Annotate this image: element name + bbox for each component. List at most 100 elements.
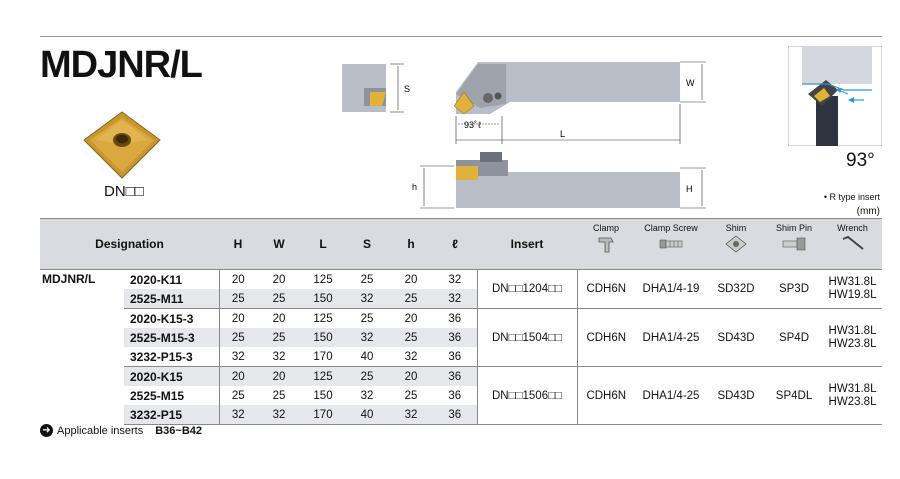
clamp-icon — [598, 237, 614, 253]
cell-shim: SD43D — [707, 366, 765, 425]
dim-W: W — [686, 78, 695, 88]
cell-insert: DN□□1506□□ — [476, 366, 577, 425]
screw-icon — [659, 239, 683, 249]
table-row: 3232-P15-3 32 32 170 40 32 36 — [40, 347, 882, 367]
cell-ell: 32 — [448, 273, 462, 286]
table-row: MDJNR/L 2020-K11 20 20 125 25 20 32 DN□□… — [40, 269, 882, 309]
header-insert: Insert — [477, 218, 577, 270]
dim-ell: ℓ — [478, 120, 482, 130]
header-wrench-label: Wrench — [837, 223, 868, 233]
row-code: 2525-M11 — [124, 289, 219, 309]
cell-h: 20 — [404, 312, 418, 325]
table-row: 2525-M15 25 25 150 32 25 36 — [40, 386, 882, 405]
arrow-right-icon: ➜ — [40, 424, 53, 437]
cell-clamp-screw: DHA1/4-25 — [635, 366, 707, 425]
header-h: h — [389, 218, 433, 270]
cell-h: 32 — [389, 347, 433, 367]
applicable-inserts-label: Applicable inserts — [57, 424, 144, 437]
insert-image — [82, 110, 162, 185]
approach-angle-label: 93° — [846, 150, 875, 171]
wrench-value: HW31.8L — [828, 276, 877, 288]
family-label: MDJNR/L — [42, 272, 96, 286]
dim-S: S — [404, 84, 410, 94]
row-code: 3232-P15 — [124, 405, 219, 425]
header-H: H — [219, 218, 257, 270]
header-clamp-screw-label: Clamp Screw — [644, 223, 698, 233]
approach-angle-image — [787, 45, 883, 151]
table-row: 2525-M15-3 25 25 150 32 25 36 — [40, 328, 882, 347]
cell-insert: DN□□1204□□ — [476, 269, 577, 309]
table-row: 2525-M11 25 25 150 32 25 32 — [40, 289, 882, 309]
cell-S: 32 — [345, 289, 389, 309]
r-type-note: • R type insert — [823, 192, 880, 202]
header-W: W — [257, 218, 301, 270]
cell-h: 32 — [389, 405, 433, 425]
header-ell: ℓ — [433, 218, 477, 270]
cell-h: 25 — [404, 389, 418, 402]
header-wrench: Wrench — [823, 218, 882, 270]
cell-ell: 32 — [433, 289, 477, 309]
cell-ell: 36 — [433, 366, 477, 386]
cell-W: 25 — [272, 389, 286, 402]
dim-L: L — [560, 129, 565, 139]
cell-S: 25 — [345, 366, 389, 386]
cell-W: 25 — [257, 328, 301, 347]
dim-h: h — [412, 182, 417, 192]
cell-W: 32 — [257, 405, 301, 425]
cell-h: 25 — [389, 289, 433, 309]
header-shim-pin: Shim Pin — [765, 218, 823, 270]
cell-S: 25 — [360, 273, 374, 286]
cell-H: 25 — [218, 328, 257, 347]
cell-H: 20 — [218, 366, 257, 386]
dim-H: H — [686, 184, 693, 194]
unit-note: (mm) — [856, 206, 880, 217]
cell-S: 32 — [345, 328, 389, 347]
cell-clamp: CDH6N — [576, 366, 635, 425]
header-S: S — [345, 218, 389, 270]
cell-L: 150 — [301, 328, 345, 347]
cell-shim-pin: SP3D — [765, 269, 823, 309]
cell-clamp-screw: DHA1/4-25 — [635, 308, 707, 367]
cell-ell: 36 — [448, 312, 462, 325]
header-designation: Designation — [40, 218, 219, 270]
tool-drawings: S W L ℓ 93˚ h H — [330, 44, 710, 219]
cell-L: 125 — [301, 366, 345, 386]
cell-shim-pin: SP4DL — [765, 366, 823, 425]
cell-H: 25 — [218, 386, 257, 405]
cell-clamp: CDH6N — [576, 269, 635, 309]
cell-S: 40 — [345, 405, 389, 425]
cell-W: 32 — [257, 347, 301, 367]
cell-ell: 36 — [433, 405, 477, 425]
wrench-value: HW23.8L — [828, 395, 877, 408]
header-shim-label: Shim — [725, 223, 747, 233]
wrench-value: HW19.8L — [828, 289, 877, 301]
spec-table: Designation H W L S h ℓ Insert Clamp Cla… — [40, 218, 882, 425]
cell-ell: 36 — [433, 328, 477, 347]
cell-W: 25 — [257, 289, 301, 309]
row-code: 2020-K15-3 — [130, 311, 194, 326]
cell-W: 20 — [272, 312, 286, 325]
cell-S: 25 — [360, 312, 374, 325]
cell-ell: 36 — [448, 389, 462, 402]
cell-W: 20 — [272, 273, 286, 286]
cell-L: 125 — [313, 312, 333, 325]
cell-h: 25 — [389, 328, 433, 347]
cell-h: 20 — [389, 366, 433, 386]
cell-wrench: HW31.8L HW23.8L — [823, 308, 882, 367]
row-code: 2020-K11 — [130, 272, 183, 287]
row-code: 3232-P15-3 — [124, 347, 219, 367]
header-shim-pin-label: Shim Pin — [775, 223, 812, 233]
cell-h: 20 — [404, 273, 418, 286]
dim-angle: 93˚ — [464, 120, 477, 130]
shim-pin-icon — [782, 237, 806, 251]
cell-S: 32 — [360, 389, 374, 402]
cell-W: 20 — [257, 366, 301, 386]
applicable-inserts-link[interactable]: B36~B42 — [155, 424, 203, 437]
cell-shim: SD32D — [707, 269, 765, 309]
header-L: L — [301, 218, 345, 270]
cell-L: 150 — [313, 389, 333, 402]
cell-clamp-screw: DHA1/4-19 — [635, 269, 707, 309]
cell-shim: SD43D — [707, 308, 765, 367]
applicable-inserts-note: ➜ Applicable inserts B36~B42 — [40, 424, 202, 437]
wrench-icon — [842, 235, 864, 250]
